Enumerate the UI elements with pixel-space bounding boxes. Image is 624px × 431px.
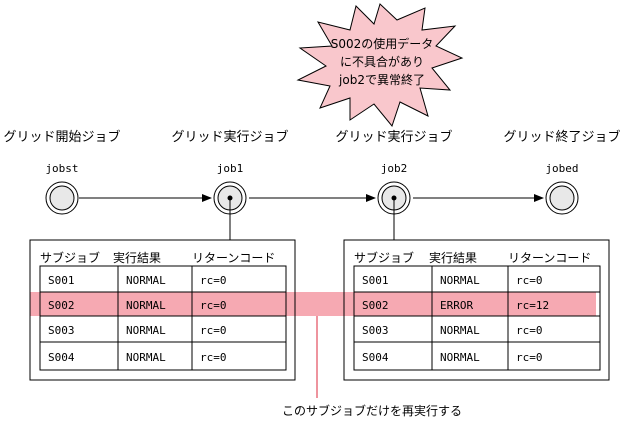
cell-subjob: S001 (362, 274, 389, 287)
table-row: S003 NORMAL rc=0 (362, 324, 543, 337)
cell-retcode: rc=0 (516, 274, 543, 287)
cell-retcode: rc=0 (516, 324, 543, 337)
node-inner-disc (549, 185, 575, 211)
table-row: S001 NORMAL rc=0 (362, 274, 543, 287)
table-grid (353, 265, 601, 371)
table-panel (29, 239, 296, 381)
node-name-job2: job2 (381, 162, 408, 175)
cell-subjob: S003 (362, 324, 389, 337)
cell-result: NORMAL (440, 274, 480, 287)
error-burst-callout: S002の使用データ に不具合があり job2で異常終了 (296, 3, 464, 128)
cell-result: ERROR (440, 299, 473, 312)
table-header-result: 実行結果 (113, 250, 161, 265)
cell-retcode: rc=0 (200, 299, 227, 312)
node-role-label-job1: グリッド実行ジョブ (171, 129, 288, 145)
burst-line-1: S002の使用データ (331, 36, 434, 51)
node-name-jobed: jobed (545, 162, 578, 175)
cell-retcode: rc=0 (516, 351, 543, 364)
cell-result: NORMAL (126, 351, 166, 364)
node-role-label-jobed: グリッド終了ジョブ (503, 129, 620, 145)
cell-subjob: S001 (48, 274, 75, 287)
node-name-jobst: jobst (45, 162, 78, 175)
table-row: S002 NORMAL rc=0 (48, 299, 227, 312)
result-table-job1: サブジョブ 実行結果 リターンコード S001 NORMAL rc=0 S002… (29, 239, 296, 381)
node-role-label-jobst: グリッド開始ジョブ (3, 129, 120, 145)
cell-retcode: rc=0 (200, 351, 227, 364)
table-row: S001 NORMAL rc=0 (48, 274, 227, 287)
rerun-note: このサブジョブだけを再実行する (282, 403, 462, 418)
table-grid (39, 265, 287, 371)
table-header-subjob: サブジョブ (40, 250, 100, 265)
cell-result: NORMAL (126, 274, 166, 287)
table-row: S002 ERROR rc=12 (362, 299, 549, 312)
node-inner-disc (49, 185, 75, 211)
table-header-retcode: リターンコード (192, 251, 275, 265)
cell-subjob: S004 (48, 351, 75, 364)
job-node-jobst (45, 181, 79, 215)
node-role-label-job2: グリッド実行ジョブ (335, 129, 452, 145)
job-node-jobed (545, 181, 579, 215)
node-name-job1: job1 (217, 162, 244, 175)
table-header-retcode: リターンコード (508, 251, 591, 265)
cell-retcode: rc=0 (200, 324, 227, 337)
cell-subjob: S002 (48, 299, 75, 312)
cell-result: NORMAL (126, 324, 166, 337)
burst-line-3: job2で異常終了 (338, 72, 425, 87)
highlight-band (30, 292, 596, 316)
burst-line-2: に不具合があり (340, 54, 424, 69)
table-header-result: 実行結果 (429, 250, 477, 265)
cell-result: NORMAL (440, 324, 480, 337)
table-row: S004 NORMAL rc=0 (48, 351, 227, 364)
cell-subjob: S002 (362, 299, 389, 312)
burst-shape (296, 3, 464, 128)
cell-retcode: rc=0 (200, 274, 227, 287)
cell-subjob: S003 (48, 324, 75, 337)
cell-result: NORMAL (126, 299, 166, 312)
cell-result: NORMAL (440, 351, 480, 364)
result-table-job2: サブジョブ 実行結果 リターンコード S001 NORMAL rc=0 S002… (343, 239, 610, 381)
table-panel (343, 239, 610, 381)
cell-subjob: S004 (362, 351, 389, 364)
cell-retcode: rc=12 (516, 299, 549, 312)
table-header-subjob: サブジョブ (354, 250, 414, 265)
table-row: S004 NORMAL rc=0 (362, 351, 543, 364)
table-row: S003 NORMAL rc=0 (48, 324, 227, 337)
